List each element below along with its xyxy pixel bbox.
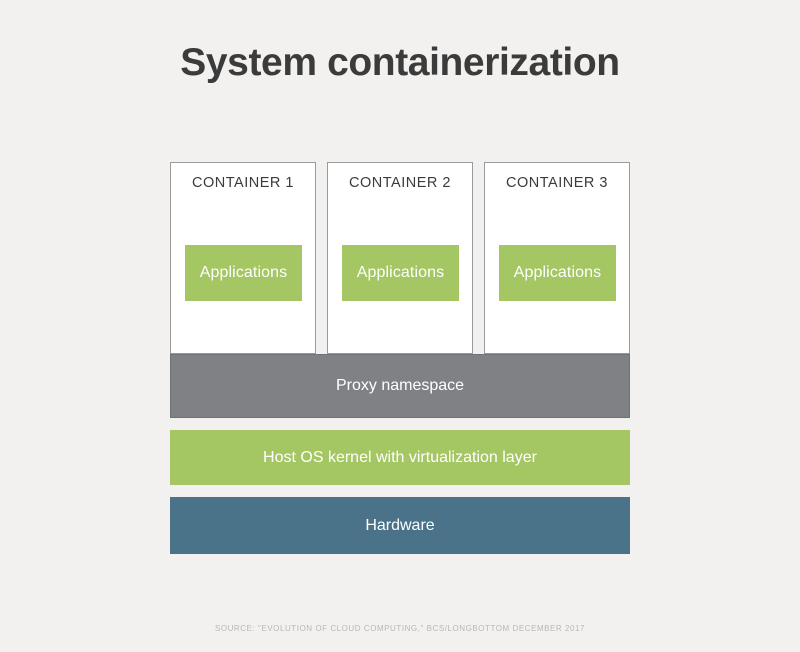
container-box-3: CONTAINER 3 Applications	[484, 162, 630, 354]
applications-label-2: Applications	[356, 264, 445, 281]
proxy-namespace-layer: Proxy namespace	[170, 354, 630, 418]
applications-box-3: Applications	[499, 245, 616, 301]
containers-row: CONTAINER 1 Applications CONTAINER 2 App…	[170, 162, 630, 354]
host-os-kernel-layer: Host OS kernel with virtualization layer	[170, 430, 630, 485]
container-3-label: CONTAINER 3	[506, 175, 608, 191]
hardware-label: Hardware	[365, 516, 435, 534]
proxy-namespace-label: Proxy namespace	[335, 377, 465, 394]
container-1-label: CONTAINER 1	[192, 175, 294, 191]
source-attribution: SOURCE: "EVOLUTION OF CLOUD COMPUTING," …	[214, 624, 586, 633]
applications-label-3: Applications	[513, 264, 602, 281]
page-title: System containerization	[180, 41, 620, 84]
host-os-kernel-label: Host OS kernel with virtualization layer	[263, 448, 537, 466]
hardware-layer: Hardware	[170, 497, 630, 554]
containerization-stack-diagram: CONTAINER 1 Applications CONTAINER 2 App…	[170, 162, 630, 554]
applications-box-1: Applications	[185, 245, 302, 301]
container-box-1: CONTAINER 1 Applications	[170, 162, 316, 354]
applications-label-1: Applications	[199, 264, 288, 281]
applications-box-2: Applications	[342, 245, 459, 301]
container-2-label: CONTAINER 2	[349, 175, 451, 191]
container-box-2: CONTAINER 2 Applications	[327, 162, 473, 354]
